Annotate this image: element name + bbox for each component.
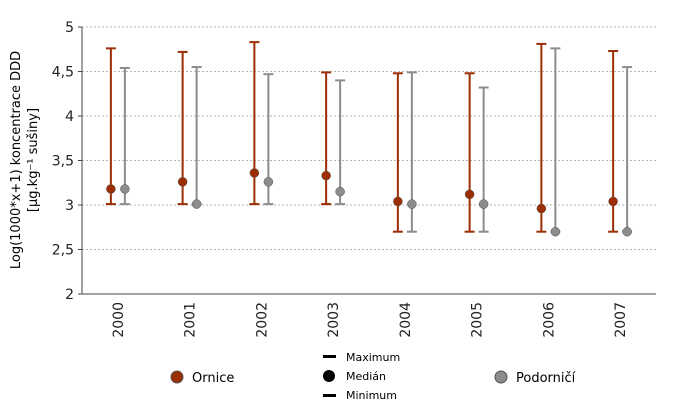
x-tick-labels: 2000 2001 2002 2003 2004 2005 2006 2007 xyxy=(111,302,629,338)
y-tick-label: 2 xyxy=(65,287,74,303)
series-marks xyxy=(105,41,633,237)
y-tick-label: 3,5 xyxy=(52,154,74,170)
median-point xyxy=(120,184,130,194)
x-tick-label: 2007 xyxy=(613,302,629,338)
legend-median-marker xyxy=(323,370,335,382)
median-point xyxy=(478,199,489,209)
median-point xyxy=(249,168,260,178)
median-point xyxy=(263,177,274,187)
median-point xyxy=(407,199,417,209)
x-tick-label: 2000 xyxy=(111,302,127,338)
axes xyxy=(81,27,656,295)
legend-ornice-label: Ornice xyxy=(192,371,234,386)
y-tick-labels: 2 2,5 3 3,5 4 4,5 5 xyxy=(52,20,74,303)
legend-maximum-bar xyxy=(323,355,336,358)
median-point xyxy=(106,184,116,194)
legend: Ornice Maximum Medián Minimum Podorničí xyxy=(170,351,576,402)
series-podorničí xyxy=(119,47,633,237)
median-point xyxy=(321,170,331,181)
median-point xyxy=(464,189,475,200)
x-tick-label: 2002 xyxy=(254,302,270,338)
legend-maximum-label: Maximum xyxy=(346,351,400,364)
y-tick-label: 4 xyxy=(65,109,74,125)
median-point xyxy=(191,199,202,209)
y-tick-label: 2,5 xyxy=(52,243,74,259)
x-tick-label: 2004 xyxy=(398,302,414,338)
median-point xyxy=(608,196,618,207)
median-point xyxy=(393,196,403,207)
grid-lines xyxy=(78,26,656,295)
series-ornice xyxy=(105,41,619,233)
x-tick-label: 2006 xyxy=(541,302,557,338)
y-tick-label: 5 xyxy=(65,20,74,36)
median-point xyxy=(335,186,345,197)
x-tick-label: 2001 xyxy=(183,302,199,338)
y-tick-label: 4,5 xyxy=(52,65,74,81)
x-tick-label: 2003 xyxy=(326,302,342,338)
median-point xyxy=(177,177,188,187)
legend-podornici-marker xyxy=(494,370,508,384)
y-axis-title: Log(1000*x+1) koncentrace DDD xyxy=(9,51,24,269)
median-point xyxy=(550,226,561,237)
median-point xyxy=(622,226,632,237)
x-tick-label: 2005 xyxy=(470,302,486,338)
y-tick-label: 3 xyxy=(65,198,74,214)
legend-podornici-label: Podorničí xyxy=(516,371,576,386)
legend-minimum-bar xyxy=(323,394,336,397)
legend-median-label: Medián xyxy=(346,370,386,383)
legend-minimum-label: Minimum xyxy=(346,389,397,402)
y-axis-unit: [µg.kg⁻¹ sušiny] xyxy=(26,108,41,212)
legend-ornice-marker xyxy=(170,370,184,384)
median-point xyxy=(536,203,547,214)
